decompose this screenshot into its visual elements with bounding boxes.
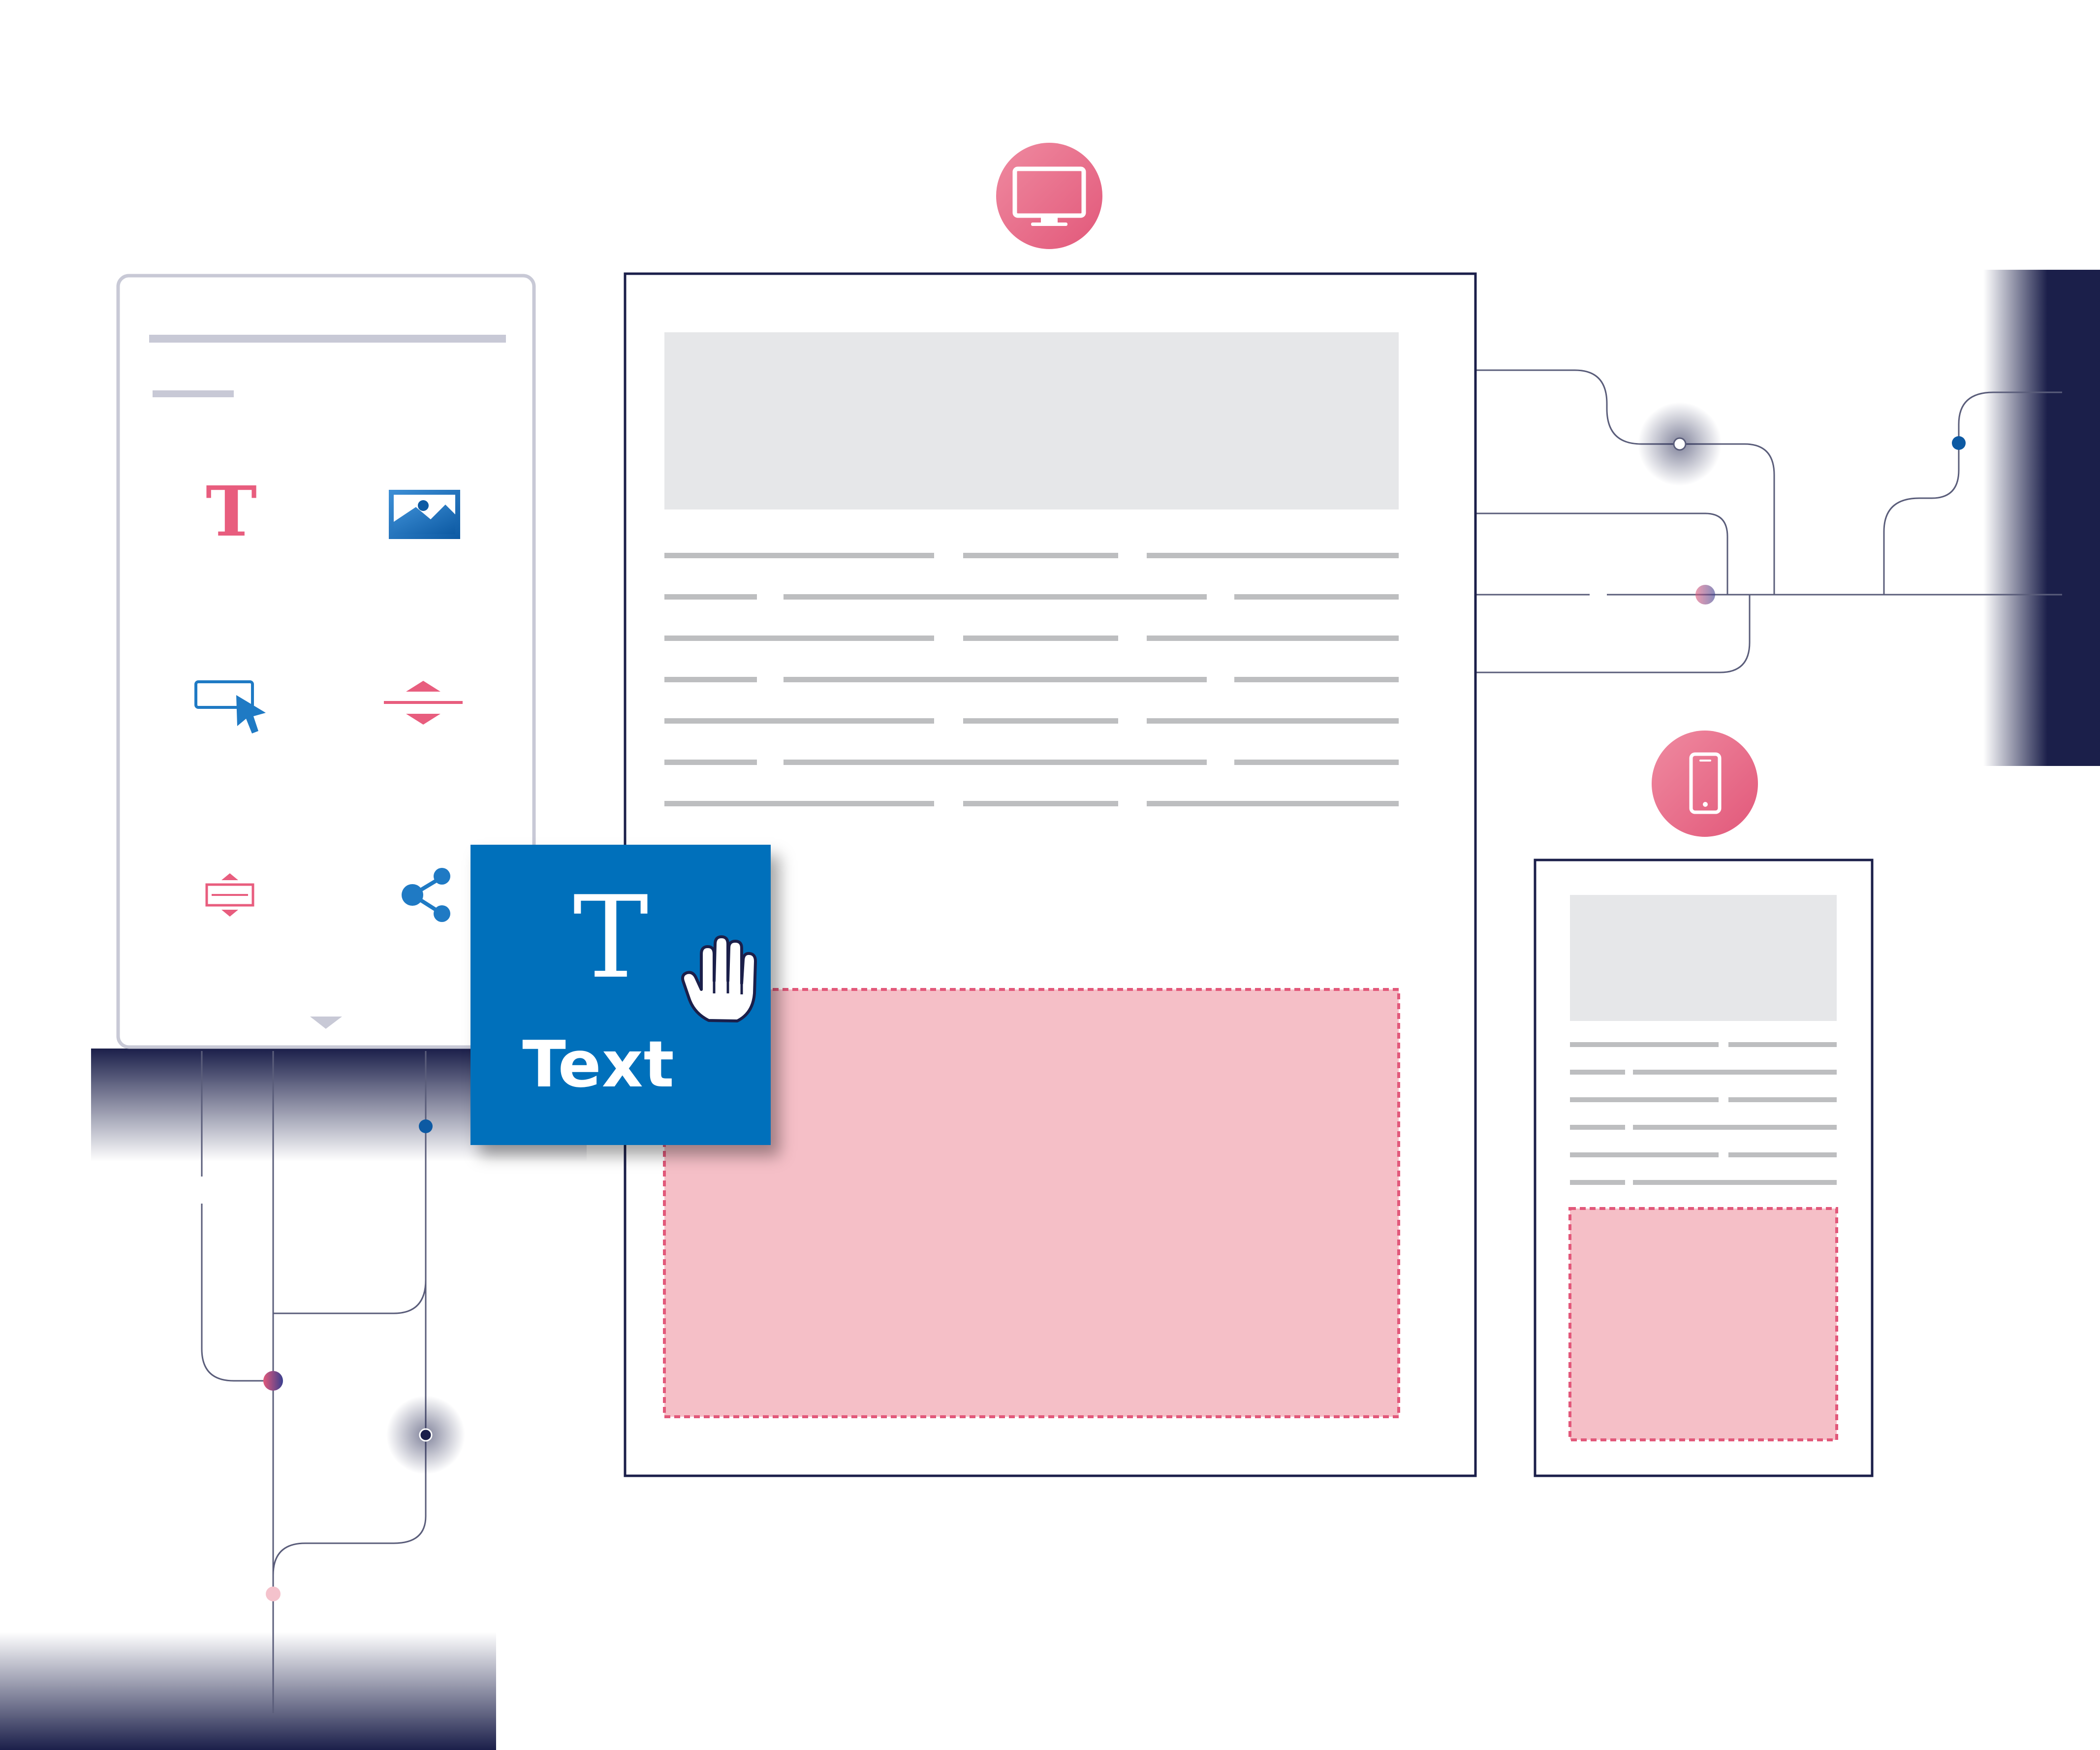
placeholder-line: [664, 718, 934, 724]
hero-placeholder: [664, 332, 1399, 509]
social-share-icon[interactable]: [402, 868, 450, 922]
placeholder-line: [1570, 1097, 1719, 1102]
drop-zone[interactable]: [663, 988, 1400, 1418]
desktop-badge: [996, 143, 1102, 249]
bottom-gradient-bar: [0, 1632, 496, 1750]
placeholder-line: [664, 801, 934, 806]
placeholder-line: [664, 760, 757, 765]
mobile-preview: [1534, 859, 1874, 1477]
placeholder-line: [1234, 760, 1399, 765]
placeholder-line: [1570, 1125, 1625, 1130]
drop-zone[interactable]: [1568, 1207, 1838, 1441]
placeholder-line: [1234, 677, 1399, 682]
placeholder-line: [963, 553, 1118, 558]
placeholder-line: [1570, 1152, 1719, 1157]
placeholder-line: [1570, 1070, 1625, 1075]
connector-lines-right: [1476, 369, 2062, 673]
placeholder-line: [1570, 1180, 1625, 1185]
placeholder-line: [1728, 1042, 1837, 1047]
junction-dot: [419, 1119, 433, 1133]
placeholder-line: [1147, 801, 1399, 806]
placeholder-line: [1633, 1125, 1837, 1130]
placeholder-line: [784, 677, 1207, 682]
junction-dot: [1695, 585, 1715, 605]
spacer-icon[interactable]: [205, 873, 254, 917]
text-glyph-icon: T: [573, 872, 649, 1004]
panel-subheader-line: [153, 390, 234, 397]
junction-dot: [263, 1371, 283, 1391]
placeholder-line: [1147, 718, 1399, 724]
placeholder-line: [963, 801, 1118, 806]
placeholder-line: [1147, 553, 1399, 558]
junction-dot: [266, 1587, 281, 1601]
image-icon[interactable]: [389, 490, 460, 539]
placeholder-line: [1570, 1042, 1719, 1047]
dragged-widget-label: Text: [522, 1027, 675, 1102]
divider-icon[interactable]: [384, 681, 463, 725]
placeholder-line: [784, 594, 1207, 600]
placeholder-line: [664, 636, 934, 641]
placeholder-line: [784, 760, 1207, 765]
hero-placeholder: [1570, 895, 1837, 1021]
widget-palette-panel: [116, 274, 536, 1049]
placeholder-line: [1234, 594, 1399, 600]
placeholder-line: [1728, 1097, 1837, 1102]
junction-dot: [1952, 436, 1966, 450]
text-icon[interactable]: T: [205, 472, 257, 552]
placeholder-line: [963, 718, 1118, 724]
placeholder-line: [664, 677, 757, 682]
junction-node: [1673, 437, 1687, 451]
placeholder-line: [1728, 1152, 1837, 1157]
placeholder-line: [963, 636, 1118, 641]
placeholder-line: [1147, 636, 1399, 641]
placeholder-line: [664, 594, 757, 600]
placeholder-line: [664, 553, 934, 558]
text-placeholder-lines: [1570, 1042, 1837, 1185]
placeholder-line: [1633, 1180, 1837, 1185]
right-gradient-bar: [1983, 270, 2100, 766]
junction-node: [419, 1428, 433, 1442]
mobile-badge: [1652, 731, 1758, 837]
smartphone-icon: [1689, 752, 1722, 814]
desktop-monitor-icon: [1012, 166, 1086, 226]
chevron-down-icon[interactable]: [310, 1017, 342, 1029]
panel-header-line: [149, 335, 506, 343]
placeholder-line: [1633, 1070, 1837, 1075]
text-placeholder-lines: [664, 553, 1399, 806]
grab-hand-icon: [681, 935, 757, 1022]
button-icon[interactable]: [194, 680, 266, 733]
